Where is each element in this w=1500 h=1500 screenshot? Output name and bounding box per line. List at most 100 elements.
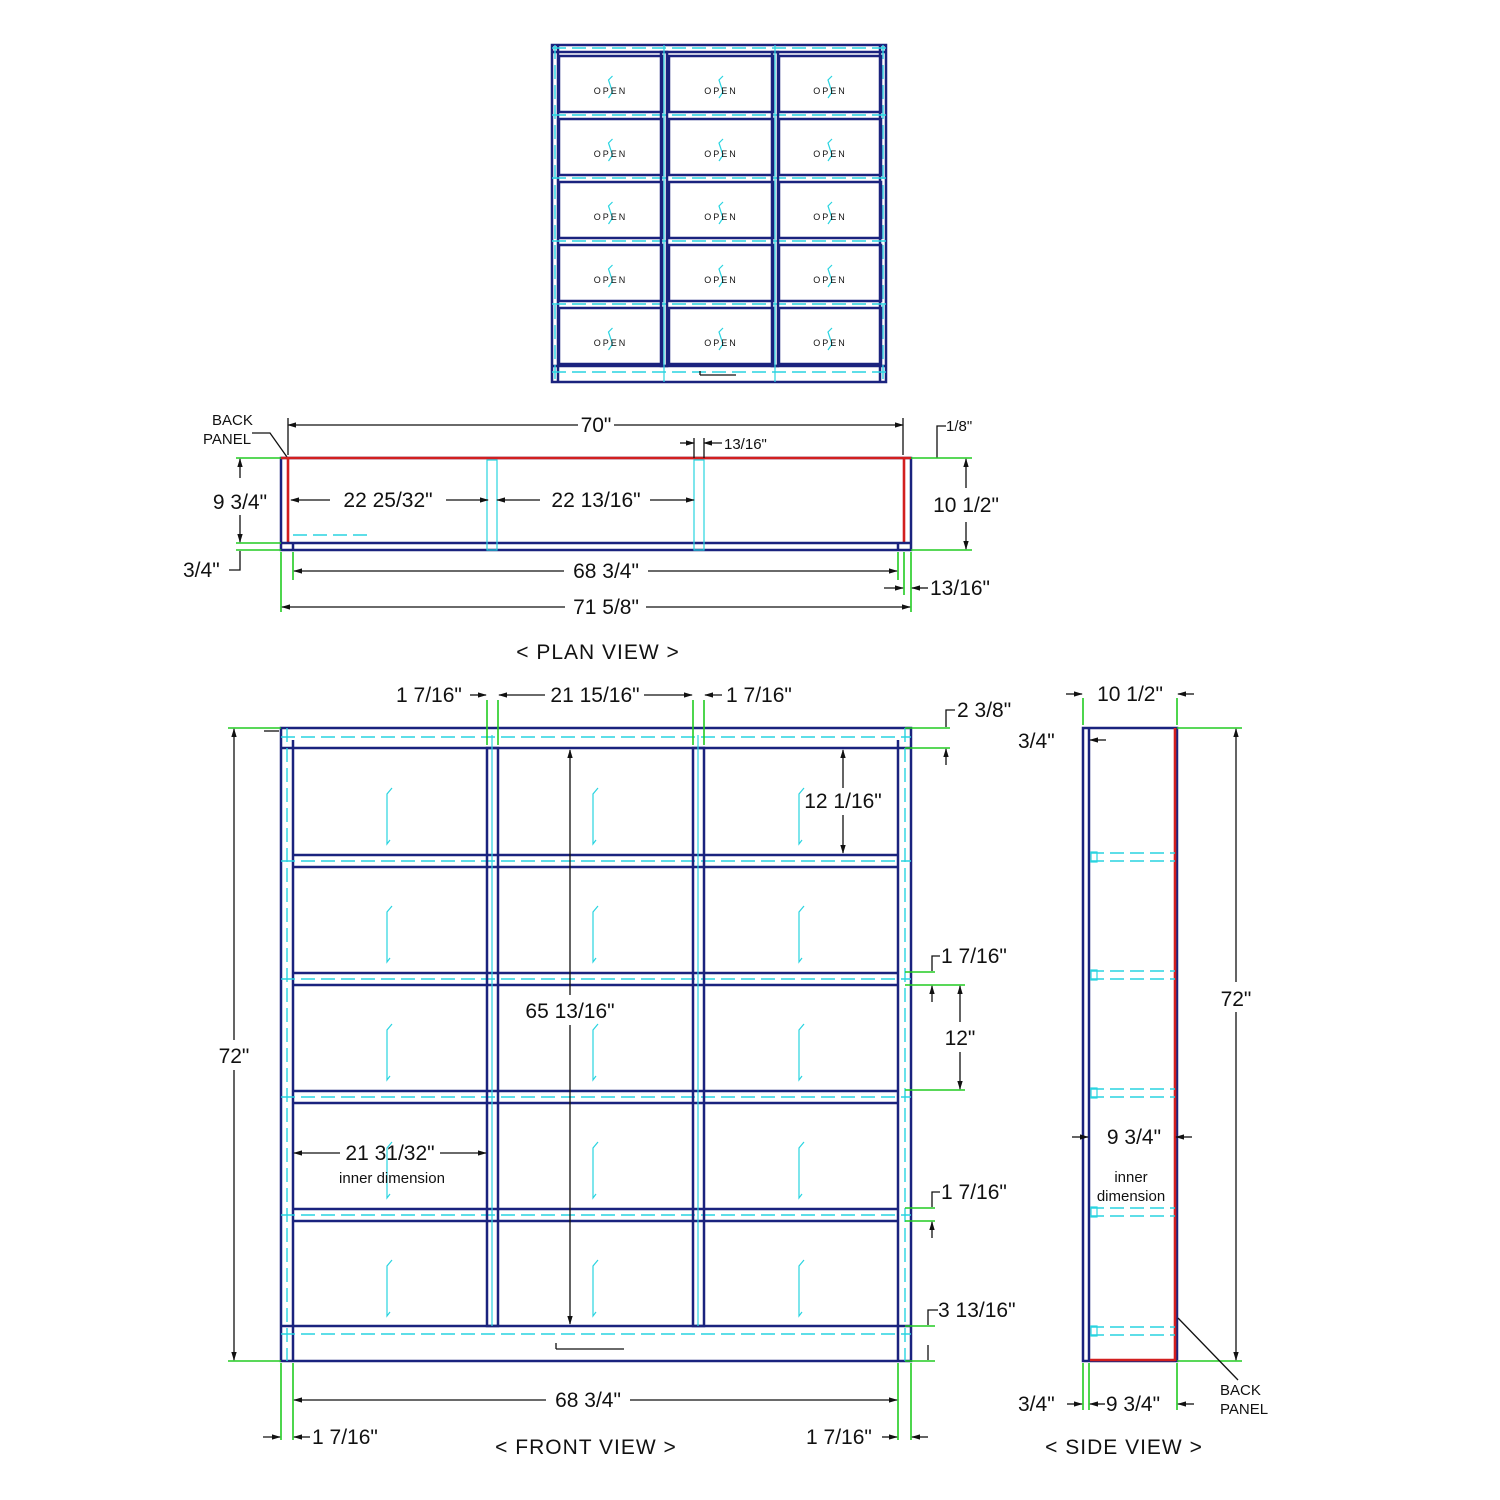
front-dim-cell-width: 21 15/16" bbox=[550, 684, 639, 707]
front-dim-shelf-lower: 1 7/16" bbox=[941, 1181, 1007, 1204]
front-cell-hinge-mark bbox=[798, 1141, 805, 1200]
top-cell bbox=[557, 243, 664, 303]
front-dim-bottom-left: 1 7/16" bbox=[312, 1426, 378, 1449]
open-label: OPEN bbox=[704, 275, 738, 285]
front-view: 1 7/16" 21 15/16" 1 7/16" 2 3/8" 12 1/16… bbox=[219, 684, 1016, 1459]
side-view-title: < SIDE VIEW > bbox=[1045, 1436, 1203, 1459]
top-elevation-frame bbox=[550, 43, 888, 384]
plan-dim-overall-top: 70" bbox=[581, 414, 612, 437]
open-label: OPEN bbox=[704, 338, 738, 348]
plan-divider-right bbox=[693, 459, 705, 551]
plan-back-panel-label-2: PANEL bbox=[203, 431, 251, 448]
top-cell-hinge-mark bbox=[607, 327, 614, 351]
front-bottom-rail-leader bbox=[927, 1309, 938, 1325]
front-shelf-leader bbox=[931, 1191, 940, 1207]
plan-dim-cell-left: 22 25/32" bbox=[343, 489, 432, 512]
top-cell-hinge-mark bbox=[827, 264, 833, 288]
front-dim-cell-height: 12 1/16" bbox=[804, 790, 882, 813]
top-cell-hinge-mark bbox=[827, 327, 833, 351]
top-cell bbox=[777, 243, 883, 303]
front-shelf-leader bbox=[931, 955, 940, 971]
front-outer-frame bbox=[279, 726, 913, 1363]
front-hinge-marks bbox=[386, 787, 805, 1318]
top-cell bbox=[557, 306, 664, 366]
front-dim-bottom-rail: 3 13/16" bbox=[938, 1299, 1016, 1322]
plan-dim-depth-right: 10 1/2" bbox=[933, 494, 999, 517]
front-inner-dimension-label: inner dimension bbox=[339, 1170, 445, 1187]
side-dim-inner-depth: 9 3/4" bbox=[1107, 1126, 1161, 1149]
side-dim-front-thickness-top: 3/4" bbox=[1018, 730, 1055, 753]
plan-dim-cell-mid: 22 13/16" bbox=[551, 489, 640, 512]
front-cell-hinge-mark bbox=[592, 1259, 599, 1318]
side-back-panel-label-1: BACK bbox=[1220, 1382, 1261, 1399]
plan-dim-depth-left: 9 3/4" bbox=[213, 491, 267, 514]
top-cell-hinge-mark bbox=[827, 138, 833, 162]
front-cell-hinge-mark bbox=[798, 1023, 805, 1082]
side-back-panel-label-2: PANEL bbox=[1220, 1401, 1268, 1418]
top-cell bbox=[667, 180, 775, 240]
front-cell-hinge-mark bbox=[386, 787, 393, 846]
side-inner-dimension-label-2: dimension bbox=[1097, 1188, 1165, 1205]
top-cell bbox=[667, 243, 775, 303]
front-dim-shelf-upper: 1 7/16" bbox=[941, 945, 1007, 968]
top-cell-hinge-mark bbox=[718, 138, 724, 162]
top-cell bbox=[777, 180, 883, 240]
side-dim-front-thickness-bottom: 3/4" bbox=[1018, 1393, 1055, 1416]
top-cell bbox=[667, 306, 775, 366]
side-back-panel-leader bbox=[1177, 1317, 1239, 1381]
open-label: OPEN bbox=[594, 149, 628, 159]
front-dim-overall-inner-width: 68 3/4" bbox=[555, 1389, 621, 1412]
open-label: OPEN bbox=[813, 275, 847, 285]
plan-dim-overall-width: 71 5/8" bbox=[573, 596, 639, 619]
front-cell-hinge-mark bbox=[798, 1259, 805, 1318]
top-cell bbox=[777, 306, 883, 366]
top-cell-hinge-mark bbox=[827, 201, 833, 225]
front-view-title: < FRONT VIEW > bbox=[495, 1436, 677, 1459]
top-cell-hinge-mark bbox=[718, 264, 724, 288]
side-shelf-joint bbox=[1090, 1087, 1098, 1099]
front-dim-overall-height: 72" bbox=[219, 1045, 250, 1068]
front-cell-hinge-mark bbox=[798, 905, 805, 964]
front-cell-hinge-mark bbox=[386, 1259, 393, 1318]
plan-dim-inner-width: 68 3/4" bbox=[573, 560, 639, 583]
top-cell-hinge-mark bbox=[718, 327, 724, 351]
side-outline bbox=[1081, 726, 1179, 1363]
open-label: OPEN bbox=[813, 212, 847, 222]
side-dim-depth-bottom: 9 3/4" bbox=[1106, 1393, 1160, 1416]
front-dim-side-left: 1 7/16" bbox=[396, 684, 462, 707]
top-cell bbox=[667, 117, 775, 177]
open-label: OPEN bbox=[594, 212, 628, 222]
side-view: 10 1/2" 3/4" 72" 9 3/4" inner dimension … bbox=[1018, 683, 1268, 1459]
open-label: OPEN bbox=[594, 338, 628, 348]
front-cell-hinge-mark bbox=[592, 1141, 599, 1200]
plan-dim-front-thickness: 3/4" bbox=[183, 559, 220, 582]
plan-view-title: < PLAN VIEW > bbox=[516, 641, 680, 664]
side-shelf-joint bbox=[1090, 851, 1098, 863]
side-shelf-joint bbox=[1090, 1325, 1098, 1337]
front-cell-hinge-mark bbox=[592, 1023, 599, 1082]
front-dim-side-right: 1 7/16" bbox=[726, 684, 792, 707]
plan-dim-divider: 13/16" bbox=[724, 436, 767, 453]
side-shelf-joint bbox=[1090, 969, 1098, 981]
side-dim-overall-height: 72" bbox=[1221, 988, 1252, 1011]
front-dim-top-rail: 2 3/8" bbox=[957, 699, 1011, 722]
front-dim-shelf-gap: 12" bbox=[945, 1027, 976, 1050]
top-cell bbox=[557, 54, 664, 114]
top-cell-hinge-mark bbox=[607, 201, 614, 225]
open-label: OPEN bbox=[813, 338, 847, 348]
top-cell-hinge-mark bbox=[827, 75, 833, 99]
side-dim-depth-top: 10 1/2" bbox=[1097, 683, 1163, 706]
top-cell-grid: OPEN OPEN OPEN OPEN OPEN OPEN OPEN OPEN OPEN OPEN… bbox=[552, 45, 886, 382]
side-inner-dimension-label-1: inner bbox=[1114, 1169, 1147, 1186]
front-cell-hinge-mark bbox=[386, 905, 393, 964]
front-top-rail-leader bbox=[945, 709, 955, 727]
open-label: OPEN bbox=[813, 86, 847, 96]
plan-front-thickness-leader bbox=[229, 551, 241, 571]
top-cell bbox=[557, 117, 664, 177]
open-label: OPEN bbox=[594, 86, 628, 96]
side-shelf-joint bbox=[1090, 1206, 1098, 1218]
plan-dim-side-thickness: 13/16" bbox=[930, 577, 990, 600]
plan-dim-back-thickness: 1/8" bbox=[946, 418, 972, 435]
front-dim-opening-height: 65 13/16" bbox=[525, 1000, 614, 1023]
